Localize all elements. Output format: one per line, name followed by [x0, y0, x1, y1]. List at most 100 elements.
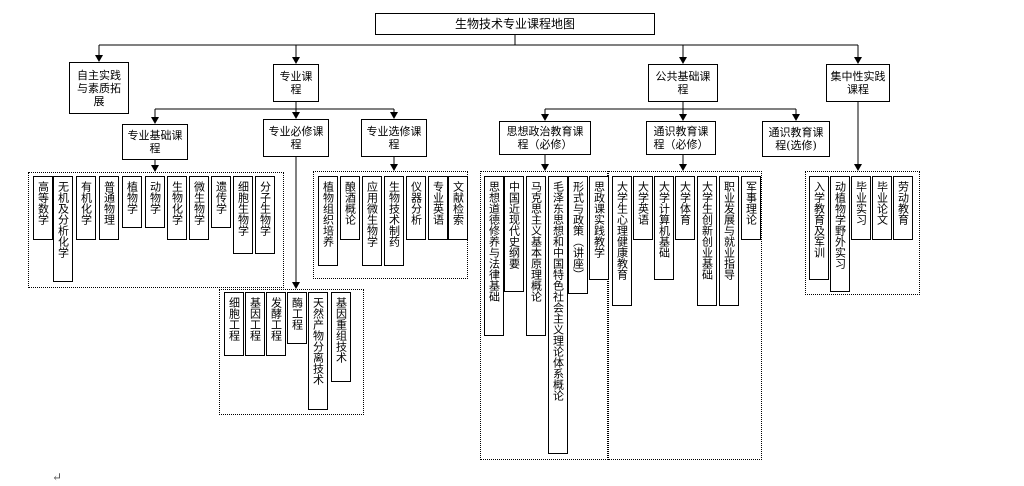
general-course-label: 大学生创新创业基础: [700, 181, 714, 280]
general-course: 大学体育: [675, 176, 695, 240]
general-course: 大学生心理健康教育: [612, 176, 632, 306]
practice-course: 劳动教育: [893, 176, 913, 240]
elective-courses-node: 专业选修课程: [361, 119, 427, 157]
public-courses-node: 公共基础课程: [648, 64, 718, 102]
basic-course: 细胞生物学: [233, 176, 253, 254]
basic-course-label: 无机及分析化学: [56, 181, 70, 258]
elective-course: 酿酒概论: [340, 176, 360, 240]
practice-course-label: 毕业实习: [854, 181, 868, 225]
politics-course-label: 中国近现代史纲要: [507, 181, 521, 269]
basic-course: 微生物学: [189, 176, 209, 240]
major-courses-node: 专业课程: [273, 64, 319, 102]
required-course-label: 基因重组技术: [334, 297, 348, 363]
required-course: 天然产物分离技术: [308, 292, 328, 410]
elective-course-label: 植物组织培养: [321, 181, 335, 247]
general-course: 军事理论: [741, 176, 761, 240]
paragraph-mark: ↵: [52, 470, 63, 484]
politics-course: 思想道德修养与法律基础: [484, 176, 504, 336]
general-course-label: 军事理论: [744, 181, 758, 225]
general-courses-node: 通识教育课程（必修）: [646, 121, 716, 155]
basic-course: 普通物理: [99, 176, 119, 240]
elective-course: 专业英语: [428, 176, 448, 240]
required-course: 基因工程: [245, 292, 265, 356]
basic-course: 植物学: [122, 176, 142, 228]
general-course: 大学计算机基础: [654, 176, 674, 280]
elective-course: 应用微生物学: [362, 176, 382, 266]
elective-course: 仪器分析: [406, 176, 426, 240]
practice-course-label: 毕业论文: [875, 181, 889, 225]
basic-course-label: 微生物学: [192, 181, 206, 225]
politics-course: 毛泽东思想和中国特色社会主义理论体系概论: [548, 176, 568, 454]
basic-course-label: 植物学: [125, 181, 139, 214]
required-course-label: 发酵工程: [269, 297, 283, 341]
practice-course: 毕业论文: [872, 176, 892, 240]
required-course-label: 细胞工程: [227, 297, 241, 341]
general-course-label: 大学计算机基础: [657, 181, 671, 258]
basic-course-label: 高等数学: [36, 181, 50, 225]
elective-course-label: 生物技术制药: [387, 181, 401, 247]
basic-course: 遗传学: [211, 176, 231, 228]
basic-courses-node: 专业基础课程: [122, 124, 188, 160]
basic-course-label: 遗传学: [214, 181, 228, 214]
practice-course: 动植物学野外实习: [830, 176, 850, 292]
required-course: 酶工程: [287, 292, 307, 344]
basic-course-label: 普通物理: [102, 181, 116, 225]
politics-course: 马克思主义基本原理概论: [526, 176, 546, 336]
required-course: 发酵工程: [266, 292, 286, 356]
practice-course-label: 入学教育及军训: [812, 181, 826, 258]
general-course: 大学生创新创业基础: [697, 176, 717, 306]
elective-course-label: 酿酒概论: [343, 181, 357, 225]
basic-course-label: 生物化学: [170, 181, 184, 225]
map-title: 生物技术专业课程地图: [375, 13, 655, 35]
general-course-label: 大学英语: [636, 181, 650, 225]
basic-course: 高等数学: [33, 176, 53, 240]
general-course-label: 职业发展与就业指导: [722, 181, 736, 280]
elective-course: 生物技术制药: [384, 176, 404, 266]
general-course-label: 大学体育: [678, 181, 692, 225]
practice-courses-node: 集中性实践课程: [826, 64, 890, 102]
politics-course-label: 马克思主义基本原理概论: [529, 181, 543, 302]
practice-course-label: 动植物学野外实习: [833, 181, 847, 269]
basic-course: 动物学: [145, 176, 165, 228]
general-course: 大学英语: [633, 176, 653, 240]
politics-course: 思政课实践教学: [589, 176, 609, 280]
elective-course: 植物组织培养: [318, 176, 338, 266]
general-course-label: 大学生心理健康教育: [615, 181, 629, 280]
basic-course: 无机及分析化学: [53, 176, 73, 282]
general-elective-node: 通识教育课程(选修): [762, 121, 830, 157]
general-group: [608, 171, 762, 460]
basic-group: [28, 172, 284, 288]
practice-course: 毕业实习: [851, 176, 871, 240]
required-courses-node: 专业必修课程: [263, 119, 329, 157]
politics-courses-node: 思想政治教育课程（必修）: [499, 121, 591, 155]
politics-course: 中国近现代史纲要: [504, 176, 524, 292]
required-course: 细胞工程: [224, 292, 244, 356]
required-course-label: 天然产物分离技术: [311, 297, 325, 385]
practice-course-label: 劳动教育: [896, 181, 910, 225]
general-course: 职业发展与就业指导: [719, 176, 739, 306]
basic-course: 分子生物学: [255, 176, 275, 254]
required-course: 基因重组技术: [331, 292, 351, 382]
politics-course-label: 思政课实践教学: [592, 181, 606, 258]
politics-course: 形式与政策（讲座）: [568, 176, 588, 294]
elective-course-label: 专业英语: [431, 181, 445, 225]
elective-course-label: 应用微生物学: [365, 181, 379, 247]
basic-course-label: 动物学: [148, 181, 162, 214]
basic-course-label: 细胞生物学: [236, 181, 250, 236]
basic-course: 生物化学: [167, 176, 187, 240]
required-course-label: 酶工程: [290, 297, 304, 330]
elective-course: 文献检索: [448, 176, 468, 240]
politics-group: [480, 171, 608, 460]
elective-course-label: 仪器分析: [409, 181, 423, 225]
elective-course-label: 文献检索: [451, 181, 465, 225]
politics-course-label: 形式与政策（讲座）: [571, 181, 585, 280]
basic-course-label: 分子生物学: [258, 181, 272, 236]
politics-course-label: 毛泽东思想和中国特色社会主义理论体系概论: [551, 181, 565, 401]
basic-course-label: 有机化学: [79, 181, 93, 225]
practice-group: [805, 171, 920, 295]
self-practice-node: 自主实践与素质拓展: [69, 62, 129, 114]
basic-course: 有机化学: [76, 176, 96, 240]
required-course-label: 基因工程: [248, 297, 262, 341]
